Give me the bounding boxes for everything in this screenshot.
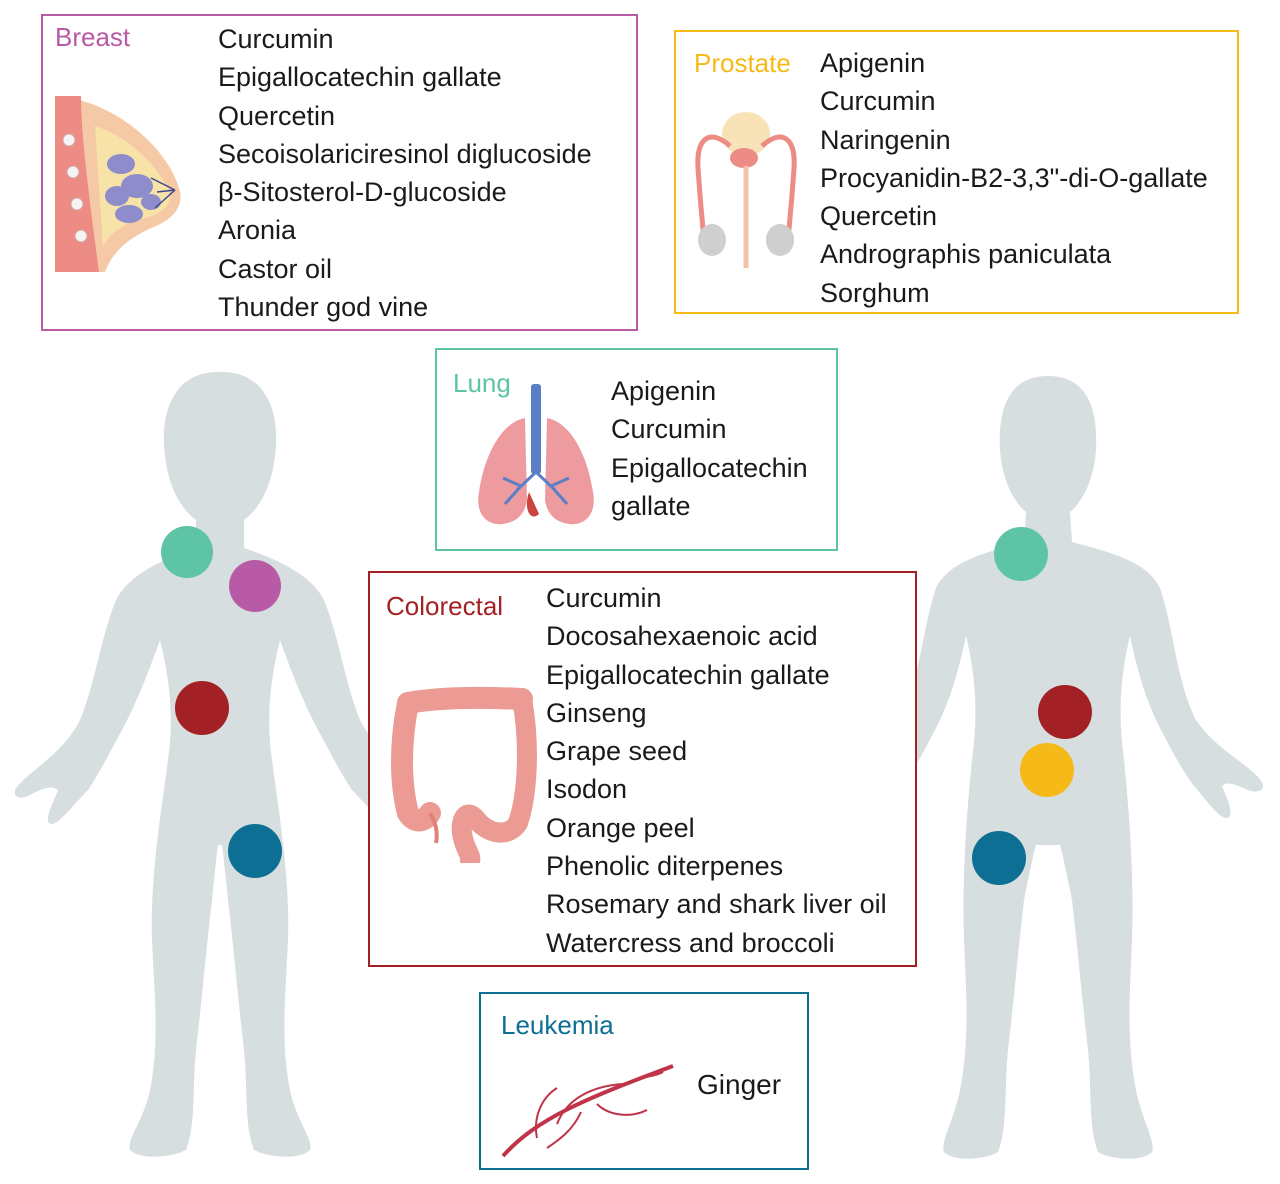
- list-item: Docosahexaenoic acid: [546, 621, 818, 652]
- blood-vessels-icon: [501, 1064, 674, 1158]
- list-item: Rosemary and shark liver oil: [546, 889, 887, 920]
- breast-panel-title: Breast: [55, 22, 131, 52]
- prostate-compound-list: Apigenin Curcumin Naringenin Procyanidin…: [820, 44, 1208, 312]
- leukemia-panel: Leukemia Ginger: [479, 992, 809, 1170]
- male-leukemia-marker: [972, 831, 1026, 885]
- female-colorectal-marker: [175, 681, 229, 735]
- female-breast-marker: [229, 560, 281, 612]
- colorectal-panel: Colorectal Curcumin Docosahexaenoic acid…: [368, 571, 917, 967]
- list-item: Epigallocatechin: [611, 452, 808, 483]
- list-item: Phenolic diterpenes: [546, 851, 784, 882]
- prostate-panel: Prostate Apigenin Curcumin Naringenin Pr…: [674, 30, 1239, 314]
- female-body-silhouette: [14, 372, 426, 1157]
- lung-panel-title: Lung: [453, 368, 511, 398]
- list-item: Curcumin: [546, 583, 662, 613]
- list-item: Quercetin: [820, 201, 938, 232]
- list-item: Epigallocatechin gallate: [218, 62, 502, 93]
- female-lung-marker: [161, 526, 213, 578]
- list-item: Curcumin: [611, 414, 727, 445]
- prostate-anatomy-icon: [695, 112, 797, 268]
- lungs-icon: [478, 384, 594, 525]
- breast-anatomy-icon: [55, 96, 181, 272]
- breast-compound-list: Curcumin Epigallocatechin gallate Querce…: [218, 20, 592, 326]
- list-item: Ginger: [697, 1069, 782, 1100]
- list-item: Orange peel: [546, 812, 695, 843]
- list-item: Curcumin: [820, 86, 936, 117]
- list-item: Watercress and broccoli: [546, 927, 835, 958]
- list-item: Procyanidin-B2-3,3"-di-O-gallate: [820, 162, 1208, 193]
- colorectal-panel-title: Colorectal: [386, 591, 504, 621]
- list-item: Sorghum: [820, 277, 930, 308]
- list-item: Secoisolariciresinol diglucoside: [218, 138, 592, 169]
- female-leukemia-marker: [228, 824, 282, 878]
- list-item: Andrographis paniculata: [820, 239, 1112, 270]
- list-item: gallate: [611, 490, 691, 521]
- male-colorectal-marker: [1038, 685, 1092, 739]
- breast-panel: Breast Curcumin Epigallocatechin gallate…: [41, 14, 638, 331]
- leukemia-panel-title: Leukemia: [501, 1010, 614, 1040]
- lung-compound-list: Apigenin Curcumin Epigallocatechin galla…: [611, 372, 808, 525]
- list-item: β-Sitosterol-D-glucoside: [218, 177, 507, 208]
- list-item: Thunder god vine: [218, 292, 429, 323]
- list-item: Ginseng: [546, 697, 647, 728]
- list-item: Quercetin: [218, 100, 336, 131]
- list-item: Epigallocatechin gallate: [546, 659, 830, 690]
- lung-panel: Lung Apigenin Curcumin Epigallocatechin …: [435, 348, 838, 551]
- colorectal-compound-list: Curcumin Docosahexaenoic acid Epigalloca…: [546, 579, 887, 962]
- leukemia-compound-list: Ginger: [697, 1066, 781, 1104]
- male-lung-marker: [994, 527, 1048, 581]
- prostate-panel-title: Prostate: [694, 48, 791, 78]
- list-item: Curcumin: [218, 24, 334, 54]
- colon-icon: [391, 686, 537, 863]
- male-prostate-marker: [1020, 743, 1074, 797]
- list-item: Apigenin: [611, 376, 717, 406]
- list-item: Grape seed: [546, 736, 688, 767]
- list-item: Apigenin: [820, 48, 926, 78]
- list-item: Naringenin: [820, 124, 951, 155]
- list-item: Aronia: [218, 215, 297, 246]
- list-item: Castor oil: [218, 253, 333, 284]
- list-item: Isodon: [546, 774, 628, 805]
